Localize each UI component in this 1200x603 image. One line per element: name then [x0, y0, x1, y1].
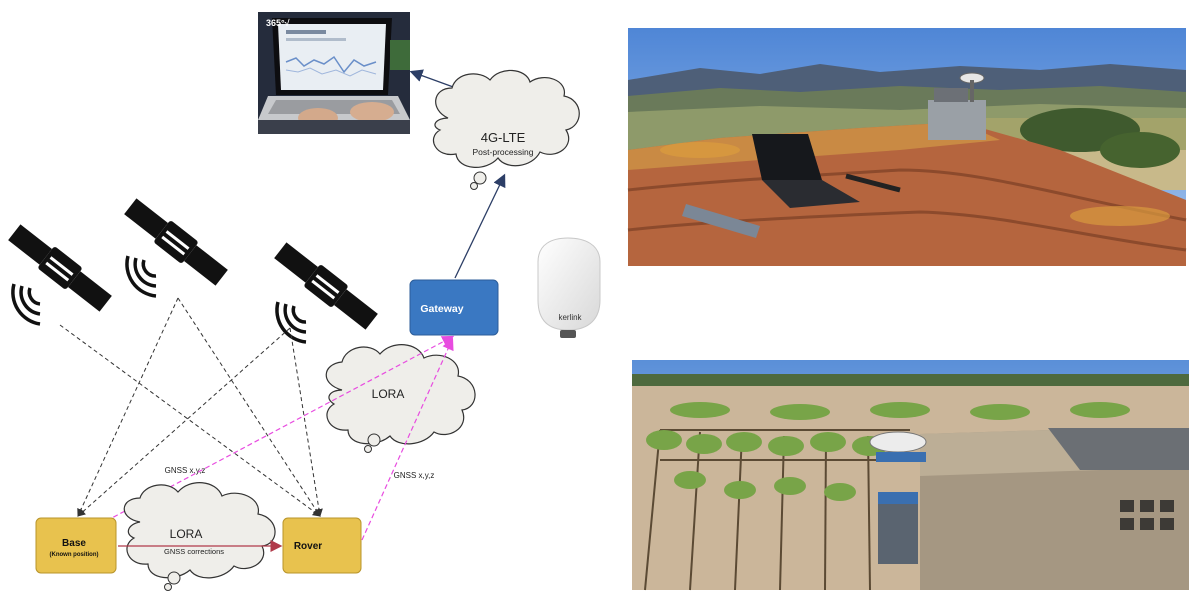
cloud-lora-bottom: LORA GNSS corrections — [123, 482, 276, 591]
cloud-lora-top-title: LORA — [372, 387, 405, 401]
satellite-icon — [274, 242, 378, 330]
base-label: Base — [62, 538, 86, 549]
satellite-icon — [8, 224, 112, 312]
base-sublabel: (Known position) — [50, 552, 99, 558]
lora-link-rover-to-gateway — [361, 337, 454, 541]
signal-waves-icon — [11, 283, 41, 326]
vineyard-photo — [632, 360, 1189, 591]
gnss-label-left: GNSS x,y,z — [165, 466, 206, 475]
base-node: Base (Known position) — [35, 517, 117, 574]
rover-label: Rover — [294, 541, 322, 552]
rooftop-photo — [627, 28, 1187, 266]
signal-waves-icon — [275, 301, 307, 344]
cloud-lora-top: LORA — [325, 344, 476, 453]
cloud-4g-lte: 4G-LTE Post-processing — [433, 69, 580, 190]
gateway-node: Gateway — [409, 279, 499, 336]
cloud-lora-bottom-title: LORA — [170, 527, 203, 541]
brand-logo-text: 365°√ — [266, 18, 290, 28]
cloud-lte-title: 4G-LTE — [481, 130, 526, 145]
lora-link-base-to-gateway — [77, 335, 455, 537]
laptop-photo: 365°√ — [258, 12, 410, 134]
link-gateway-to-cloud — [454, 173, 506, 279]
gateway-label: Gateway — [420, 303, 463, 315]
cloud-lora-bottom-subtitle: GNSS corrections — [164, 547, 224, 556]
satellite-icon — [124, 198, 228, 286]
gnss-label-right: GNSS x,y,z — [394, 471, 435, 480]
rover-node: Rover — [282, 517, 362, 574]
cloud-lte-subtitle: Post-processing — [473, 147, 534, 157]
gnss-signal-lines — [59, 297, 323, 517]
kerlink-device: kerlink — [537, 237, 601, 338]
signal-waves-icon — [125, 255, 157, 298]
kerlink-brand-text: kerlink — [558, 313, 582, 322]
